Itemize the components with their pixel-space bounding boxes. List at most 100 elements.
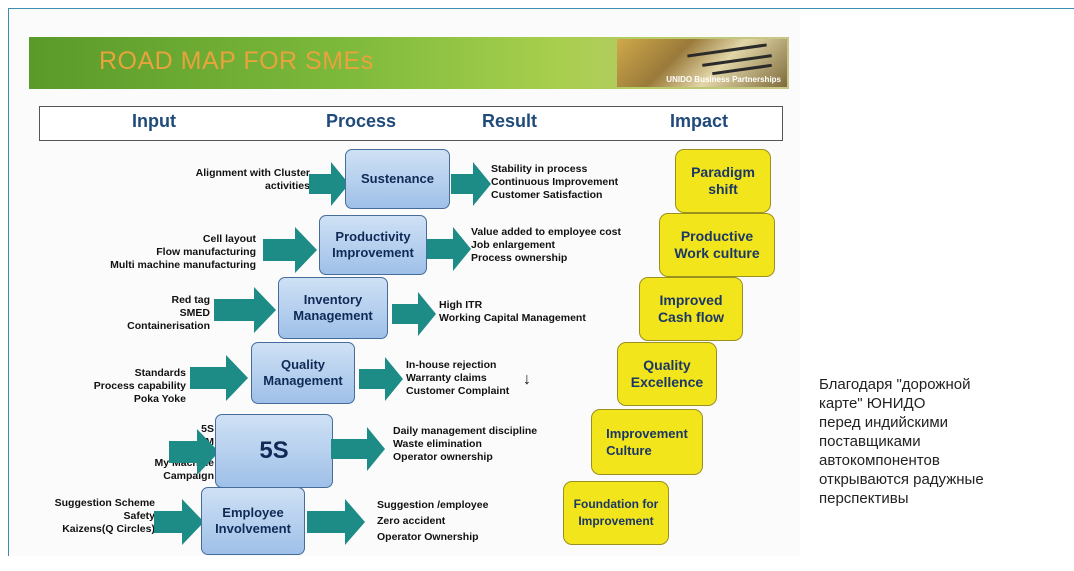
inputs-sustenance: Alignment with Cluster activities <box>196 167 310 193</box>
impact-line: Cash flow <box>657 309 725 325</box>
input-line: SMED <box>179 307 210 319</box>
process-line: Management <box>263 373 343 388</box>
result-line: Continuous Improvement <box>491 176 619 188</box>
logo-text: UNIDO Business Partnerships <box>666 75 781 84</box>
result-line: High ITR <box>439 299 483 311</box>
input-line: Multi machine manufacturing <box>110 259 256 271</box>
result-line: Process ownership <box>471 252 568 264</box>
process-line: Improvement <box>332 245 414 260</box>
header-process: Process <box>326 111 397 131</box>
result-line: Customer Complaint <box>406 385 510 397</box>
input-line: Campaign <box>163 470 214 482</box>
caption-line: Благодаря "дорожной <box>819 376 971 393</box>
impact-line: Improvement <box>578 514 654 528</box>
impact-line: Culture <box>606 443 652 458</box>
impact-line: Paradigm <box>691 164 755 180</box>
result-line: Operator Ownership <box>377 531 479 543</box>
process-5s: 5S <box>215 414 333 488</box>
result-line: Suggestion /employee <box>377 499 489 511</box>
process-line: Inventory <box>303 292 363 307</box>
input-line: Flow manufacturing <box>156 246 256 258</box>
title-band: ROAD MAP FOR SMEs UNIDO Business Partner… <box>29 37 789 89</box>
arrow-in-inventory <box>214 287 276 333</box>
header-result: Result <box>482 111 538 131</box>
input-line: Cell layout <box>202 233 256 245</box>
arrow-out-employee <box>307 499 365 545</box>
caption-line: открываются радужные <box>819 471 984 488</box>
impact-line: Improvement <box>606 426 688 441</box>
arrow-out-sustenance <box>451 162 491 206</box>
frame-left-border <box>8 8 9 556</box>
input-line: Poka Yoke <box>133 393 186 405</box>
impact-line: Quality <box>643 357 691 373</box>
input-line: Safety <box>123 510 155 522</box>
result-line: Daily management discipline <box>393 425 538 437</box>
header-impact: Impact <box>670 111 729 131</box>
process-line: Involvement <box>215 521 291 536</box>
roadmap-slide-image: ROAD MAP FOR SMEs UNIDO Business Partner… <box>9 9 800 556</box>
process-line: Productivity <box>335 229 411 244</box>
photo-caption: Благодаря "дорожной карте" ЮНИДО перед и… <box>819 375 1034 508</box>
arrow-in-employee <box>154 499 204 545</box>
result-line: Waste elimination <box>393 438 482 450</box>
results-5s: Daily management discipline Waste elimin… <box>393 425 537 464</box>
arrow-in-sustenance <box>309 162 349 206</box>
arrow-out-quality <box>359 357 403 401</box>
impact-line: Improved <box>659 292 723 308</box>
impact-line: Productive <box>680 228 754 244</box>
results-employee: Suggestion /employee Zero accident Opera… <box>377 499 488 544</box>
input-line: Containerisation <box>127 320 210 332</box>
result-line: Customer Satisfaction <box>491 189 603 201</box>
input-line: Standards <box>134 367 186 379</box>
results-productivity: Value added to employee cost Job enlarge… <box>471 226 621 265</box>
input-line: Process capability <box>93 380 186 392</box>
result-line: In-house rejection <box>406 359 497 371</box>
header-input: Input <box>132 111 176 131</box>
process-line: Management <box>293 308 373 323</box>
inputs-inventory: Red tag SMED Containerisation <box>127 294 210 333</box>
results-quality: In-house rejection Warranty claims Custo… <box>406 359 509 398</box>
caption-line: перед индийскими <box>819 414 949 431</box>
input-line: Suggestion Scheme <box>54 497 155 509</box>
impact-line: Foundation for <box>573 497 659 511</box>
unido-logo: UNIDO Business Partnerships <box>617 39 787 87</box>
caption-line: автокомпонентов <box>819 452 940 469</box>
arrow-in-quality <box>190 355 248 401</box>
process-line: Employee <box>222 505 284 520</box>
input-line: activities <box>265 180 310 192</box>
impact-line: Excellence <box>630 374 704 390</box>
slide-title: ROAD MAP FOR SMEs <box>99 47 374 75</box>
results-inventory: High ITR Working Capital Management <box>439 299 586 325</box>
inputs-productivity: Cell layout Flow manufacturing Multi mac… <box>110 233 256 272</box>
process-sustenance: Sustenance <box>345 149 450 209</box>
caption-line: перспективы <box>819 490 909 507</box>
input-line: 5S <box>201 423 214 435</box>
caption-line: поставщиками <box>819 433 921 450</box>
result-line: Value added to employee cost <box>471 226 621 238</box>
input-line: Alignment with Cluster <box>195 167 310 179</box>
caption-line: карте" ЮНИДО <box>819 395 926 412</box>
process-line: Quality <box>280 357 326 372</box>
result-line: Stability in process <box>491 163 588 175</box>
input-line: Kaizens(Q Circles) <box>62 523 155 535</box>
impact-line: shift <box>708 181 738 197</box>
column-header-bar: Input Process Result Impact <box>39 106 783 141</box>
input-line: Red tag <box>171 294 210 306</box>
logo-stripe <box>712 63 772 76</box>
results-sustenance: Stability in process Continuous Improvem… <box>491 163 618 202</box>
result-line: Operator ownership <box>393 451 493 463</box>
result-line: Job enlargement <box>471 239 556 251</box>
result-line: Warranty claims <box>406 372 487 384</box>
arrow-in-5s <box>169 429 219 475</box>
frame-top-border <box>8 8 1074 9</box>
